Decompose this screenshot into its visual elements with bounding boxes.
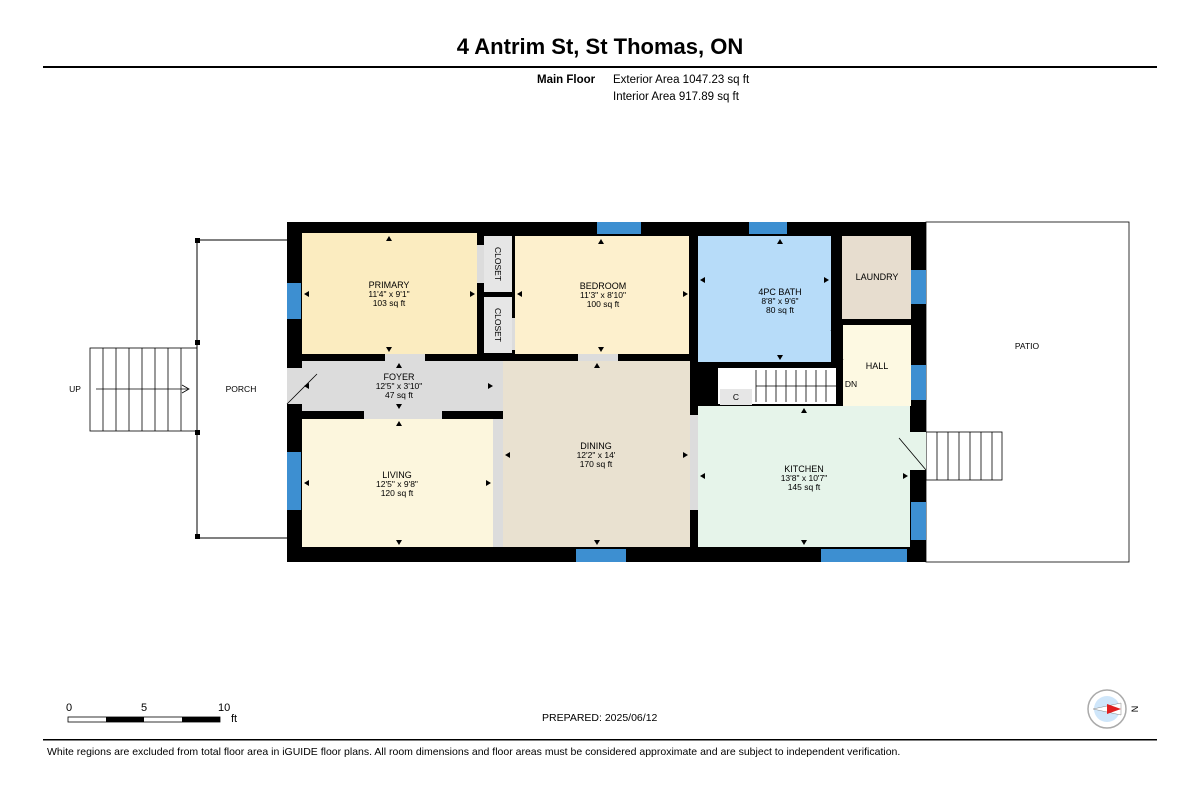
scale-bar [67, 716, 221, 723]
bath-room [698, 236, 831, 362]
patio-stairs [925, 431, 1003, 481]
laundry-room [842, 236, 911, 319]
prepared-date: PREPARED: 2025/06/12 [542, 712, 658, 724]
patio-outline [925, 221, 1130, 563]
hall-label: HALL [865, 361, 889, 371]
closet-1-label: CLOSET [493, 246, 503, 281]
disclaimer: White regions are excluded from total fl… [47, 746, 901, 758]
up-label: UP [69, 384, 81, 394]
living-room [302, 419, 493, 547]
closet-2-label: CLOSET [493, 307, 503, 342]
scale-unit: ft [231, 713, 238, 725]
exterior-area: Exterior Area 1047.23 sq ft [613, 74, 750, 86]
page-title: 4 Antrim St, St Thomas, ON [456, 34, 744, 59]
scale-five: 5 [141, 702, 148, 714]
c-closet [720, 389, 752, 405]
interior-stairs [755, 370, 840, 402]
primary-room [302, 233, 477, 354]
floor-name: Main Floor [537, 74, 596, 86]
laundry-label: LAUNDRY [855, 272, 899, 282]
compass-label: N [1129, 705, 1140, 713]
dimension-arrows [304, 236, 908, 545]
porch-stairs [89, 347, 198, 432]
c-label: C [732, 392, 740, 402]
openings [364, 245, 698, 547]
scale-zero: 0 [66, 702, 73, 714]
closet-2 [484, 297, 512, 353]
dining-room [503, 361, 690, 547]
closet-1 [484, 236, 512, 292]
kitchen-room [698, 406, 910, 547]
interior-area: Interior Area 917.89 sq ft [613, 91, 739, 103]
bedroom-room [515, 236, 689, 354]
windows [287, 222, 926, 562]
foyer-room [302, 361, 495, 411]
dn-label: DN [844, 379, 858, 389]
scale-ten: 10 [218, 702, 231, 714]
doors [286, 322, 927, 471]
hall-room [843, 325, 911, 406]
patio-label: PATIO [1014, 341, 1040, 351]
compass-icon [1087, 689, 1127, 729]
header-rule [43, 66, 1157, 68]
porch-label: PORCH [225, 384, 257, 394]
